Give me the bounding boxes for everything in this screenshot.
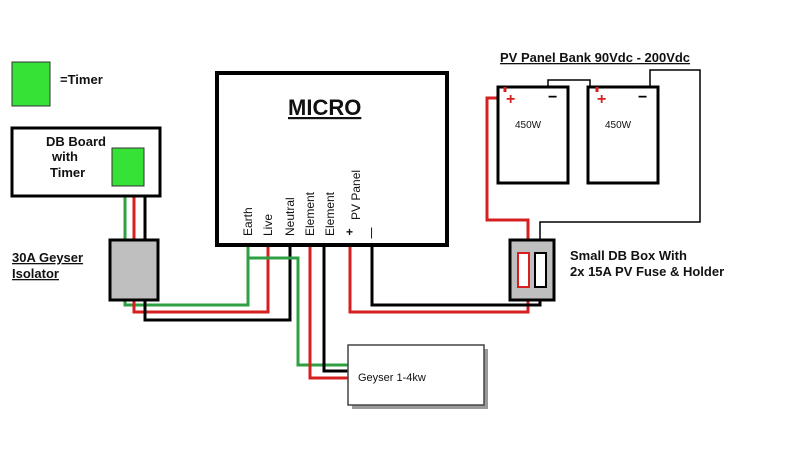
pv-bank-title: PV Panel Bank 90Vdc - 200Vdc — [500, 50, 690, 65]
geyser-body — [347, 344, 485, 406]
db-board: DB Board with Timer — [10, 126, 162, 198]
legend-timer-label: =Timer — [60, 72, 103, 87]
wire-pv-minus — [370, 240, 542, 307]
terminal-pv-panel: PV Panel — [349, 170, 363, 220]
wire-pv-plus — [348, 240, 530, 314]
terminal-element-2: Element — [323, 191, 337, 236]
pv-panel-bank: PV Panel Bank 90Vdc - 200Vdc + − 450W + … — [496, 50, 690, 200]
wire-element-2 — [322, 240, 350, 373]
pv-panel-2-rating: 450W — [605, 120, 632, 131]
micro-unit: MICRO Earth Live Neutral Element Element… — [215, 71, 449, 247]
wire-iso-live — [132, 240, 270, 314]
db-box-line2: 2x 15A PV Fuse & Holder — [570, 264, 724, 279]
terminal-pv-minus: | — [370, 225, 373, 239]
pv-panel-2-plus: + — [597, 91, 606, 108]
db-board-line2: with — [51, 149, 78, 164]
pv-panel-2-minus: − — [638, 89, 647, 106]
db-board-line3: Timer — [50, 165, 85, 180]
wire-box-panel-plus — [485, 96, 530, 240]
pv-panel-1-plus: + — [506, 91, 515, 108]
terminal-live: Live — [261, 214, 275, 236]
pv-panel-1-minus: − — [548, 89, 557, 106]
pv-panel-1-box — [496, 85, 570, 185]
wire-iso-earth — [123, 240, 250, 307]
terminal-neutral: Neutral — [283, 197, 297, 236]
geyser: Geyser 1-4kw — [347, 344, 488, 409]
pv-panel-1-rating: 450W — [515, 120, 542, 131]
wire-element-1 — [308, 240, 350, 380]
db-box-body — [508, 238, 556, 302]
small-db-box: Small DB Box With 2x 15A PV Fuse & Holde… — [508, 238, 724, 302]
wire-micro-earth-geyser — [246, 248, 350, 367]
wire-box-panel-minus — [539, 69, 701, 240]
isolator-line1: 30A Geyser — [12, 250, 83, 265]
isolator-box — [108, 238, 160, 302]
terminal-pv-plus: + — [346, 225, 353, 239]
isolator-line2: Isolator — [12, 266, 59, 281]
fuse-holder-2 — [534, 252, 547, 288]
terminal-element-1: Element — [303, 191, 317, 236]
legend: =Timer — [11, 61, 103, 107]
geyser-label: Geyser 1-4kw — [358, 372, 426, 384]
timer-swatch — [11, 61, 51, 107]
wire-iso-neutral — [143, 240, 292, 322]
fuse-holder-1 — [517, 252, 530, 288]
panel-series-link — [580, 183, 597, 200]
db-box-line1: Small DB Box With — [570, 248, 687, 263]
micro-title: MICRO — [288, 95, 361, 120]
micro-box — [215, 71, 449, 247]
pv-panel-1: + − 450W — [496, 85, 570, 185]
pv-panel-2-box — [586, 85, 660, 185]
pv-panel-2: + − 450W — [586, 85, 660, 185]
db-board-line1: DB Board — [46, 134, 106, 149]
db-board-timer — [111, 147, 145, 187]
terminal-earth: Earth — [241, 207, 255, 236]
geyser-isolator: 30A Geyser Isolator — [12, 238, 160, 302]
